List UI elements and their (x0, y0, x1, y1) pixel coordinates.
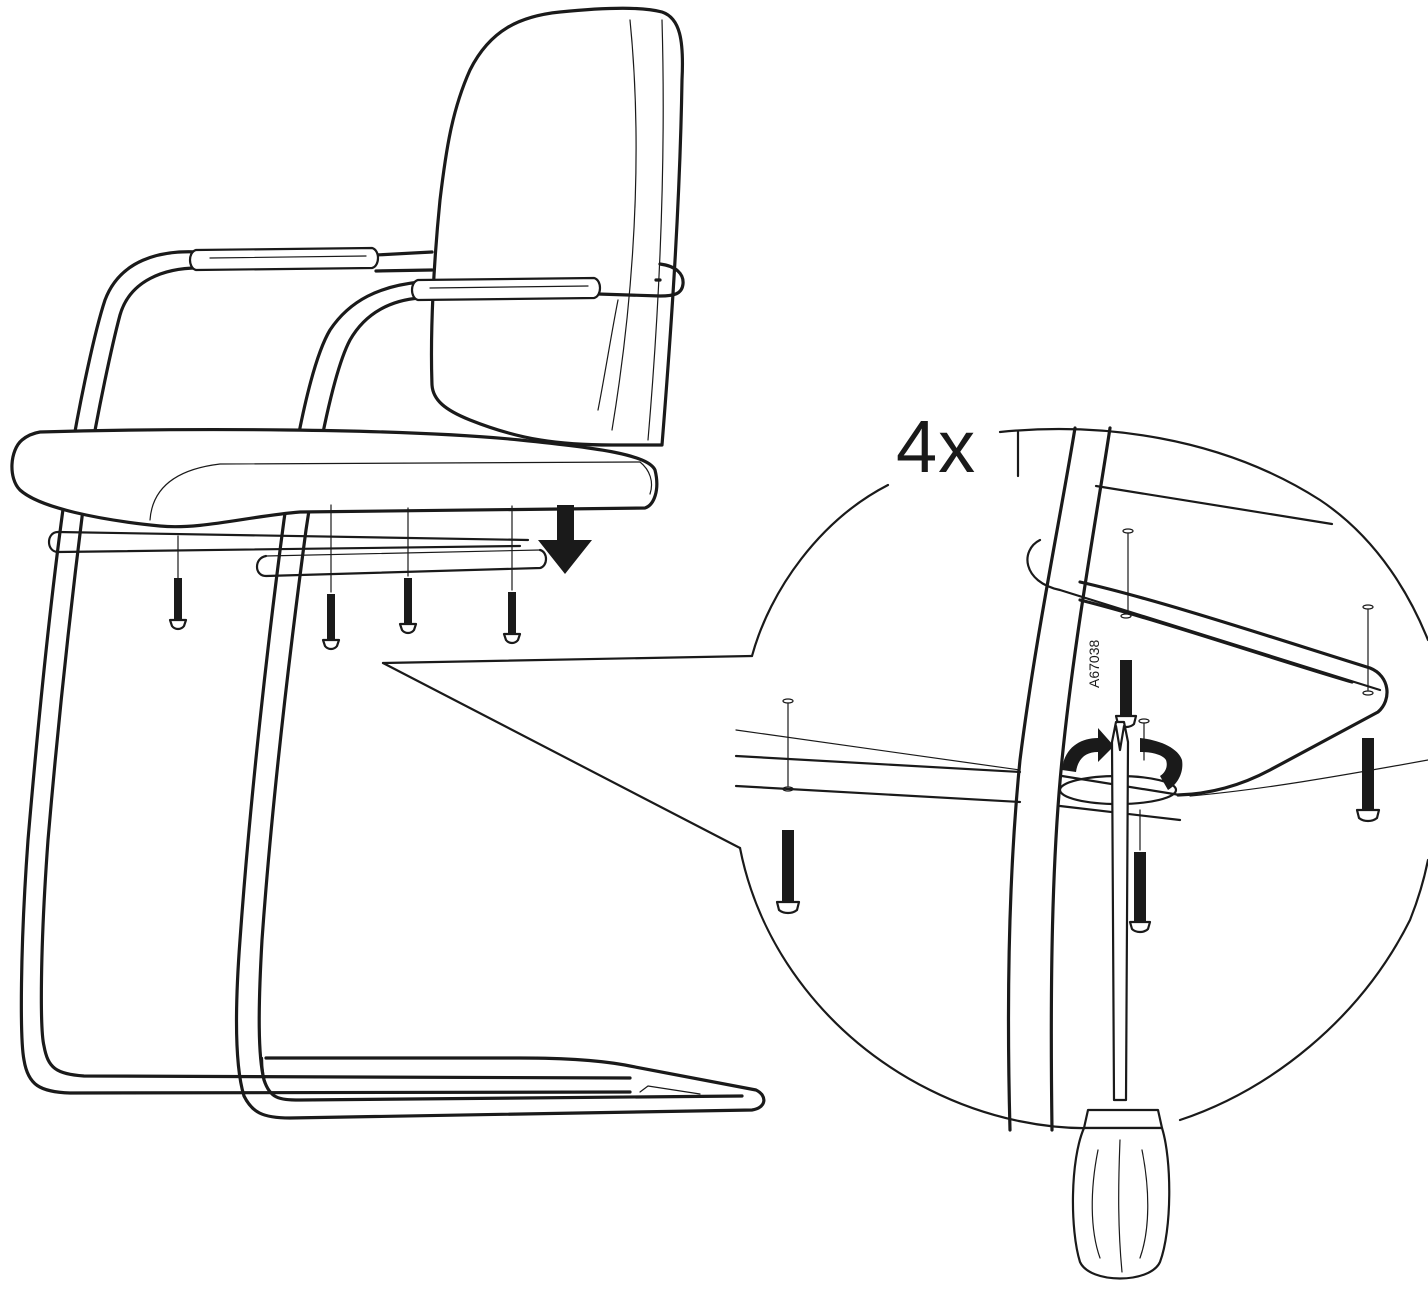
chair-frame-front (234, 280, 766, 1120)
callout-screw-guides (782, 528, 1374, 851)
chair-screw-set (168, 578, 522, 651)
screw-icon (502, 592, 522, 645)
arrow-down-icon (538, 505, 592, 574)
callout-seat-rail (1026, 484, 1428, 797)
screw-icon (398, 578, 418, 635)
callout-circle (750, 483, 890, 658)
chair-frame-rear (19, 250, 685, 1095)
detail-callout (381, 426, 1428, 1280)
callout-screws (775, 660, 1381, 934)
chair-seat-rails (47, 530, 548, 578)
screwdriver-icon (1071, 720, 1171, 1280)
quantity-label: 4x (896, 405, 977, 488)
screw-icon (321, 594, 341, 651)
screw-icon (168, 578, 188, 631)
rotate-clockwise-icon (1062, 728, 1183, 790)
chair-armrests (188, 246, 602, 302)
callout-pointer-lower (381, 661, 742, 850)
part-code-label: A67038 (1086, 639, 1102, 688)
screw-icon (1114, 660, 1138, 729)
chair-screw-guides (177, 504, 513, 593)
chair-illustration (10, 6, 766, 1120)
screw-icon (775, 830, 801, 915)
chair-seat (10, 428, 659, 529)
chair-backrest (429, 6, 685, 447)
screw-icon (1355, 738, 1381, 823)
callout-pointer-upper (381, 654, 754, 665)
screw-icon (1128, 852, 1152, 934)
callout-frame-tube (1006, 426, 1112, 1132)
